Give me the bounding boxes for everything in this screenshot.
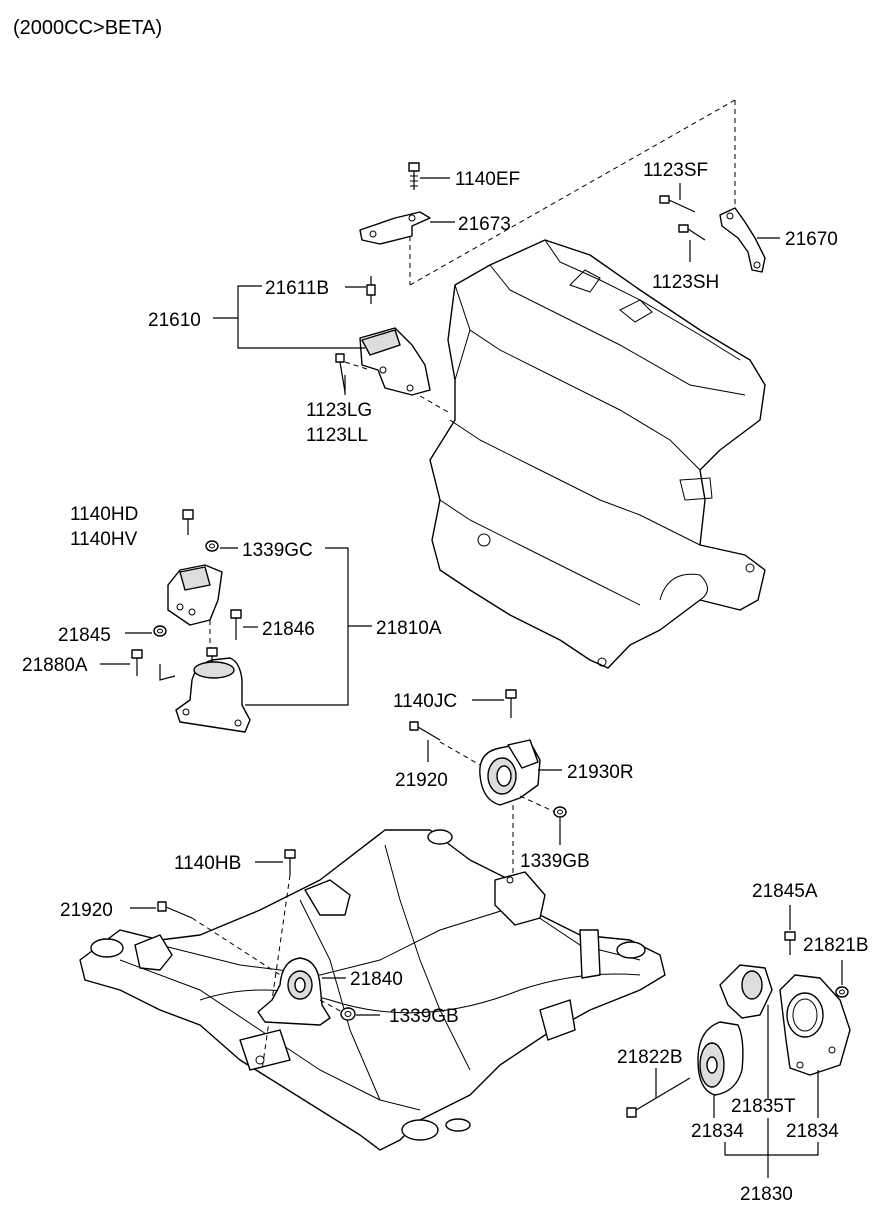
label-21610: 21610 — [148, 310, 201, 331]
label-21920-b: 21920 — [60, 900, 113, 921]
upper-mount-assembly — [213, 99, 736, 413]
label-21611B: 21611B — [265, 278, 329, 299]
nut-icon — [205, 540, 219, 552]
label-21670: 21670 — [785, 229, 838, 250]
mount-bracket-icon — [359, 211, 431, 245]
bolt-icon — [182, 509, 194, 535]
label-1123LL: 1123LL — [306, 425, 368, 446]
bolt-icon — [409, 721, 441, 741]
label-1140HB: 1140HB — [174, 853, 241, 874]
label-21810A: 21810A — [376, 618, 442, 639]
label-1123SF: 1123SF — [643, 160, 708, 181]
engine-block-icon — [429, 239, 766, 669]
rear-mount-assembly — [626, 905, 851, 1178]
bolt-icon — [784, 931, 796, 955]
label-21821B: 21821B — [803, 935, 869, 956]
label-21880A: 21880A — [22, 655, 88, 676]
label-21845: 21845 — [58, 625, 111, 646]
bolt-icon — [131, 649, 143, 676]
bolt-icon — [678, 224, 706, 241]
front-mount-assembly — [130, 849, 380, 1071]
nut-icon — [553, 806, 567, 818]
label-21673: 21673 — [458, 214, 511, 235]
label-21834-a: 21834 — [691, 1121, 744, 1142]
upper-right-bracket — [659, 183, 780, 273]
label-21835T: 21835T — [731, 1096, 796, 1117]
label-21840: 21840 — [350, 969, 403, 990]
bolt-icon — [335, 353, 346, 393]
label-21822B: 21822B — [617, 1047, 683, 1068]
bolt-icon — [230, 609, 242, 640]
label-1339GC: 1339GC — [242, 540, 313, 561]
label-21846: 21846 — [262, 619, 315, 640]
part-labels: 1140EF 21673 1123SF 21670 1123SH 21611B … — [22, 160, 869, 1205]
bolt-icon — [659, 195, 696, 213]
center-mount-assembly — [409, 689, 567, 880]
nut-icon — [835, 986, 849, 998]
mount-bracket-icon — [719, 207, 766, 273]
label-1140JC: 1140JC — [393, 691, 457, 712]
nut-icon — [340, 1007, 356, 1021]
label-21920-a: 21920 — [395, 770, 448, 791]
bolt-icon — [408, 162, 420, 190]
label-1123SH: 1123SH — [652, 272, 719, 293]
label-21930R: 21930R — [567, 762, 634, 783]
subframe-icon — [79, 829, 666, 1151]
bolt-icon — [366, 276, 376, 304]
label-1339GB-b: 1339GB — [389, 1006, 459, 1027]
label-21830: 21830 — [740, 1184, 793, 1205]
label-1339GB-a: 1339GB — [520, 851, 590, 872]
bolt-icon — [157, 901, 193, 919]
bolt-icon — [505, 689, 517, 718]
nut-icon — [153, 625, 167, 637]
label-21845A: 21845A — [752, 881, 818, 902]
left-mount-assembly — [100, 509, 372, 733]
diagram-title: (2000CC>BETA) — [13, 17, 162, 39]
bolt-icon — [626, 1077, 691, 1118]
bolt-icon — [284, 849, 296, 875]
label-21834-b: 21834 — [786, 1121, 839, 1142]
label-1123LG: 1123LG — [306, 400, 372, 421]
label-1140EF: 1140EF — [455, 169, 520, 190]
label-1140HD: 1140HD — [70, 504, 138, 525]
label-1140HV: 1140HV — [70, 529, 138, 550]
